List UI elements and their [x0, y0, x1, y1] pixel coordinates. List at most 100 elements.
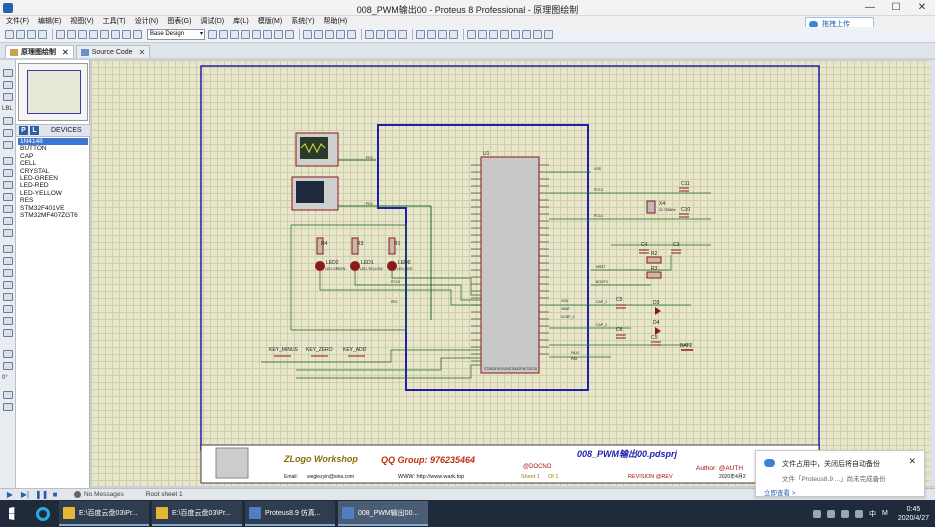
- paste-icon[interactable]: [347, 30, 356, 39]
- home-icon[interactable]: [56, 30, 65, 39]
- help-icon[interactable]: [133, 30, 142, 39]
- pause-simulation-icon[interactable]: ❚❚: [35, 489, 49, 499]
- list-item[interactable]: LED-RED: [20, 182, 49, 190]
- list-item[interactable]: STM32MF407ZGT6: [20, 212, 78, 220]
- terminal-mode-icon[interactable]: [3, 157, 13, 165]
- device-pin-icon[interactable]: [3, 169, 13, 177]
- schematic-canvas[interactable]: U1 STM32F401VE/STM32F407ZGT6 R4 LED2 LED…: [91, 60, 930, 486]
- box-tool-icon[interactable]: [3, 257, 13, 265]
- block-rotate-icon[interactable]: [387, 30, 396, 39]
- wire-label-icon[interactable]: LBL: [2, 106, 13, 112]
- selection-mode-icon[interactable]: [3, 69, 13, 77]
- line-tool-icon[interactable]: [3, 245, 13, 253]
- pan-icon[interactable]: [241, 30, 250, 39]
- netlist-icon[interactable]: [544, 30, 553, 39]
- close-tab-icon[interactable]: ✕: [138, 47, 146, 57]
- redo-icon[interactable]: [314, 30, 323, 39]
- start-button[interactable]: [0, 500, 30, 527]
- notification-view-link[interactable]: 立即查看 >: [764, 490, 796, 497]
- cut-icon[interactable]: [325, 30, 334, 39]
- list-item[interactable]: BUTTON: [20, 145, 47, 153]
- tray-icon[interactable]: [813, 509, 821, 518]
- generator-icon[interactable]: [3, 205, 13, 213]
- 3d-view-icon[interactable]: [89, 30, 98, 39]
- path-tool-icon[interactable]: [3, 293, 13, 301]
- list-item[interactable]: 1N4148: [18, 138, 88, 146]
- zoom-in-icon[interactable]: [252, 30, 261, 39]
- step-simulation-icon[interactable]: ▶|: [20, 489, 30, 499]
- close-tab-icon[interactable]: ✕: [62, 47, 69, 57]
- close-project-icon[interactable]: [38, 30, 47, 39]
- menu-tools[interactable]: 工具(T): [102, 18, 126, 25]
- schematic-icon[interactable]: [67, 30, 76, 39]
- ime-mode-indicator[interactable]: M: [882, 510, 888, 517]
- block-copy-icon[interactable]: [365, 30, 374, 39]
- taskbar-item-proteus[interactable]: 008_PWM输出00...: [338, 501, 428, 526]
- circle-tool-icon[interactable]: [3, 269, 13, 277]
- tape-recorder-icon[interactable]: [3, 193, 13, 201]
- list-item[interactable]: LED-GREEN: [20, 175, 58, 183]
- zoom-all-icon[interactable]: [274, 30, 283, 39]
- search-tag-icon[interactable]: [478, 30, 487, 39]
- ime-indicator[interactable]: 中: [869, 510, 876, 518]
- voltage-probe-icon[interactable]: [3, 217, 13, 225]
- zoom-out-icon[interactable]: [263, 30, 272, 39]
- electrical-check-icon[interactable]: [533, 30, 542, 39]
- remove-sheet-icon[interactable]: [522, 30, 531, 39]
- block-delete-icon[interactable]: [398, 30, 407, 39]
- rotate-cw-icon[interactable]: [3, 350, 13, 358]
- menu-help[interactable]: 帮助(H): [323, 18, 348, 25]
- undo-icon[interactable]: [303, 30, 312, 39]
- design-explorer-icon[interactable]: [500, 30, 509, 39]
- new-file-icon[interactable]: [5, 30, 14, 39]
- package-tool-icon[interactable]: [438, 30, 447, 39]
- arc-tool-icon[interactable]: [3, 281, 13, 289]
- zoom-area-icon[interactable]: [285, 30, 294, 39]
- menu-edit[interactable]: 编辑(E): [37, 18, 62, 25]
- open-file-icon[interactable]: [16, 30, 25, 39]
- marker-tool-icon[interactable]: [3, 329, 13, 337]
- menu-file[interactable]: 文件(F): [6, 18, 29, 25]
- menu-system[interactable]: 系统(Y): [291, 18, 315, 25]
- graph-mode-icon[interactable]: [3, 181, 13, 189]
- junction-dot-icon[interactable]: [3, 93, 13, 101]
- tab-schematic[interactable]: 原理图绘制 ✕: [5, 45, 74, 58]
- pick-devices-button[interactable]: P: [19, 126, 28, 135]
- wire-autorouter-icon[interactable]: [467, 30, 476, 39]
- copy-icon[interactable]: [336, 30, 345, 39]
- decompose-icon[interactable]: [449, 30, 458, 39]
- grid-icon[interactable]: [219, 30, 228, 39]
- volume-icon[interactable]: [855, 509, 863, 518]
- gerber-icon[interactable]: [100, 30, 109, 39]
- mirror-vertical-icon[interactable]: [3, 403, 13, 411]
- library-manager-button[interactable]: L: [30, 126, 39, 135]
- stop-simulation-icon[interactable]: ■: [52, 489, 58, 499]
- menu-design[interactable]: 设计(N): [134, 18, 159, 25]
- taskbar-item-explorer-1[interactable]: E:\百度云盘03\Pr...: [59, 501, 149, 526]
- pick-device-icon[interactable]: [416, 30, 425, 39]
- menu-library[interactable]: 库(L): [233, 18, 249, 25]
- source-code-icon[interactable]: [122, 30, 131, 39]
- pcb-icon[interactable]: [78, 30, 87, 39]
- network-icon[interactable]: [841, 509, 849, 518]
- taskbar-item-proteus-sim[interactable]: Proteus8.9 仿真...: [245, 501, 335, 526]
- list-item[interactable]: STM32F401VE: [20, 204, 65, 212]
- list-item[interactable]: CELL: [20, 160, 37, 168]
- notification-close-button[interactable]: ✕: [908, 456, 916, 466]
- menu-debug[interactable]: 调试(D): [200, 18, 225, 25]
- list-item[interactable]: LED-YELLOW: [20, 189, 62, 197]
- rotate-ccw-icon[interactable]: [3, 362, 13, 370]
- refresh-icon[interactable]: [208, 30, 217, 39]
- overview-window[interactable]: [18, 63, 88, 121]
- list-item[interactable]: CAP: [20, 152, 34, 160]
- menu-template[interactable]: 模版(M): [257, 18, 283, 25]
- list-item[interactable]: CRYSTAL: [20, 167, 50, 175]
- block-move-icon[interactable]: [376, 30, 385, 39]
- bus-mode-icon[interactable]: [3, 129, 13, 137]
- taskbar-item-explorer-2[interactable]: E:\百度云盘03\Pr...: [152, 501, 242, 526]
- tab-source-code[interactable]: Source Code ✕: [75, 45, 151, 58]
- subcircuit-icon[interactable]: [3, 141, 13, 149]
- run-simulation-icon[interactable]: ▶: [6, 489, 14, 499]
- save-icon[interactable]: [27, 30, 36, 39]
- component-mode-icon[interactable]: [3, 81, 13, 89]
